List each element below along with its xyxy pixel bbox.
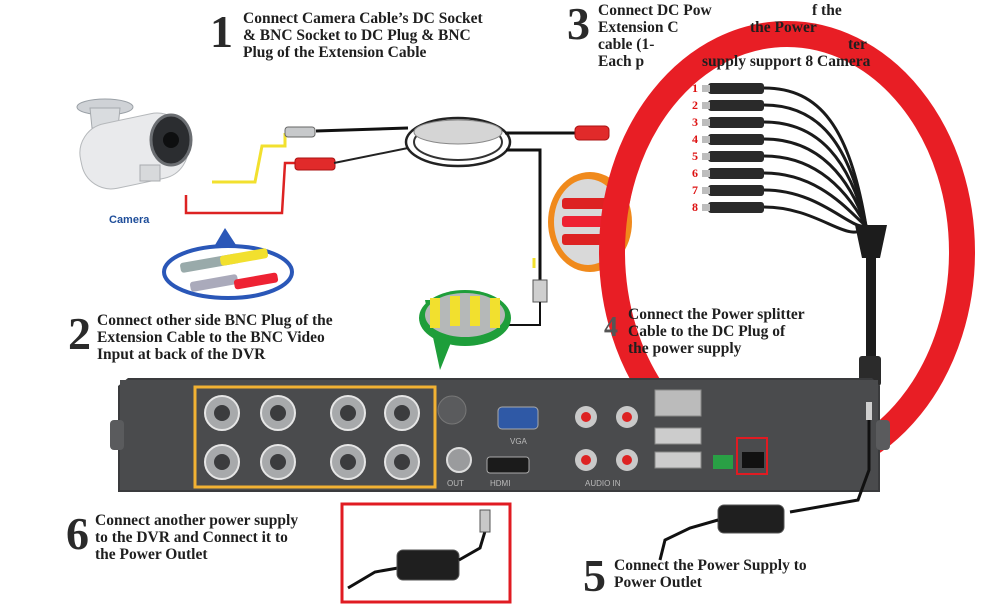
step-1: 1 Connect Camera Cable’s DC Socket & BNC… [210, 6, 483, 62]
step-6: 6 Connect another power supply to the DV… [66, 508, 299, 564]
step-text-line: Extension Cable to the BNC Video [97, 329, 325, 346]
camera-label: Camera [109, 214, 150, 226]
splitter-number: 5 [692, 149, 698, 163]
splitter-plug [708, 117, 764, 128]
splitter-number: 8 [692, 200, 698, 214]
step-text-line: Connect other side BNC Plug of the [97, 312, 333, 329]
step-text-fragment: ter [848, 36, 867, 53]
bnc-connector-callout [162, 228, 294, 300]
splitter-number: 4 [692, 132, 698, 146]
splitter-plug [708, 134, 764, 145]
splitter-wire [763, 171, 867, 228]
splitter-plug [708, 151, 764, 162]
bnc-port-center [394, 454, 410, 470]
vga-label: VGA [510, 437, 528, 446]
splitter-plug [708, 202, 764, 213]
step-text-line: the power supply [628, 340, 742, 357]
bnc-port-center [340, 454, 356, 470]
splitter-plug [708, 100, 764, 111]
step-text-line: Plug of the Extension Cable [243, 44, 427, 61]
step-text-line: Connect DC Pow [598, 2, 712, 19]
step-text-line: to the DVR and Connect it to [95, 529, 288, 546]
step-text-fragment: supply support 8 Camera [702, 53, 871, 70]
splitter-plug [708, 185, 764, 196]
step-text-fragment: the Power [750, 19, 817, 36]
step-text-line: Connect the Power Supply to [614, 557, 807, 574]
bnc-port-center [340, 405, 356, 421]
step-text-line: cable (1- [598, 36, 655, 53]
step-text-line: the Power Outlet [95, 546, 208, 563]
splitter-number: 7 [692, 183, 698, 197]
splitter-plug-tip [702, 187, 710, 194]
splitter-numbers: 1 2 3 4 5 6 7 8 [692, 81, 706, 217]
bnc-port-center [270, 405, 286, 421]
bnc-port-center [214, 405, 230, 421]
splitter-plug [708, 168, 764, 179]
dvr-bnc-callout [419, 290, 511, 370]
bnc-port-center [394, 405, 410, 421]
step-text-line: Connect another power supply [95, 512, 299, 529]
step-number: 2 [68, 308, 91, 359]
splitter-wire [763, 137, 868, 227]
video-out-label: OUT [447, 479, 464, 488]
splitter-plug [708, 83, 764, 94]
splitter-plug-tip [702, 170, 710, 177]
step-text-line: Power Outlet [614, 574, 702, 591]
step-number: 3 [567, 0, 590, 49]
splitter-number: 2 [692, 98, 698, 112]
step-number: 6 [66, 508, 89, 559]
step-5: 5 Connect the Power Supply to Power Outl… [583, 550, 807, 601]
splitter-plug-tip [702, 153, 710, 160]
splitter-wire [763, 120, 868, 227]
bnc-port-center [214, 454, 230, 470]
splitter-wire [763, 154, 868, 227]
splitter-plug-tip [702, 85, 710, 92]
splitter-number: 6 [692, 166, 698, 180]
audio-label: AUDIO IN [585, 479, 621, 488]
step-number: 5 [583, 550, 606, 601]
step-text-line: Connect the Power splitter [628, 306, 805, 323]
step-text-line: Cable to the DC Plug of [628, 323, 786, 340]
step-text-line: Connect Camera Cable’s DC Socket [243, 10, 483, 27]
splitter-power-supply [658, 402, 872, 561]
step-text-line: Input at back of the DVR [97, 346, 266, 363]
camera-icon [76, 98, 193, 190]
bnc-port-center [270, 454, 286, 470]
power-splitter-cable [702, 83, 887, 386]
step-number: 4 [604, 312, 618, 343]
step-text-fragment: f the [812, 2, 842, 19]
splitter-plug-tip [702, 119, 710, 126]
splitter-plug-tip [702, 136, 710, 143]
splitter-wire [763, 103, 868, 227]
step-3: 3 Connect DC Pow Extension C cable (1- E… [567, 0, 898, 71]
dvr-power-supply [340, 502, 512, 604]
step-text-line: & BNC Socket to DC Plug & BNC [243, 27, 471, 44]
splitter-plug-tip [702, 102, 710, 109]
splitter-plug-tip [702, 204, 710, 211]
splitter-number: 3 [692, 115, 698, 129]
step-text-line: Each p [598, 53, 645, 70]
step-number: 1 [210, 6, 233, 57]
hdmi-label: HDMI [490, 479, 510, 488]
step-2: 2 Connect other side BNC Plug of the Ext… [68, 308, 333, 364]
step-text-line: Extension C [598, 19, 679, 36]
dvr-unit: VGA HDMI AUDIO IN OUT [110, 378, 890, 492]
splitter-number: 1 [692, 81, 698, 95]
step-4: 4 Connect the Power splitter Cable to th… [604, 306, 805, 357]
